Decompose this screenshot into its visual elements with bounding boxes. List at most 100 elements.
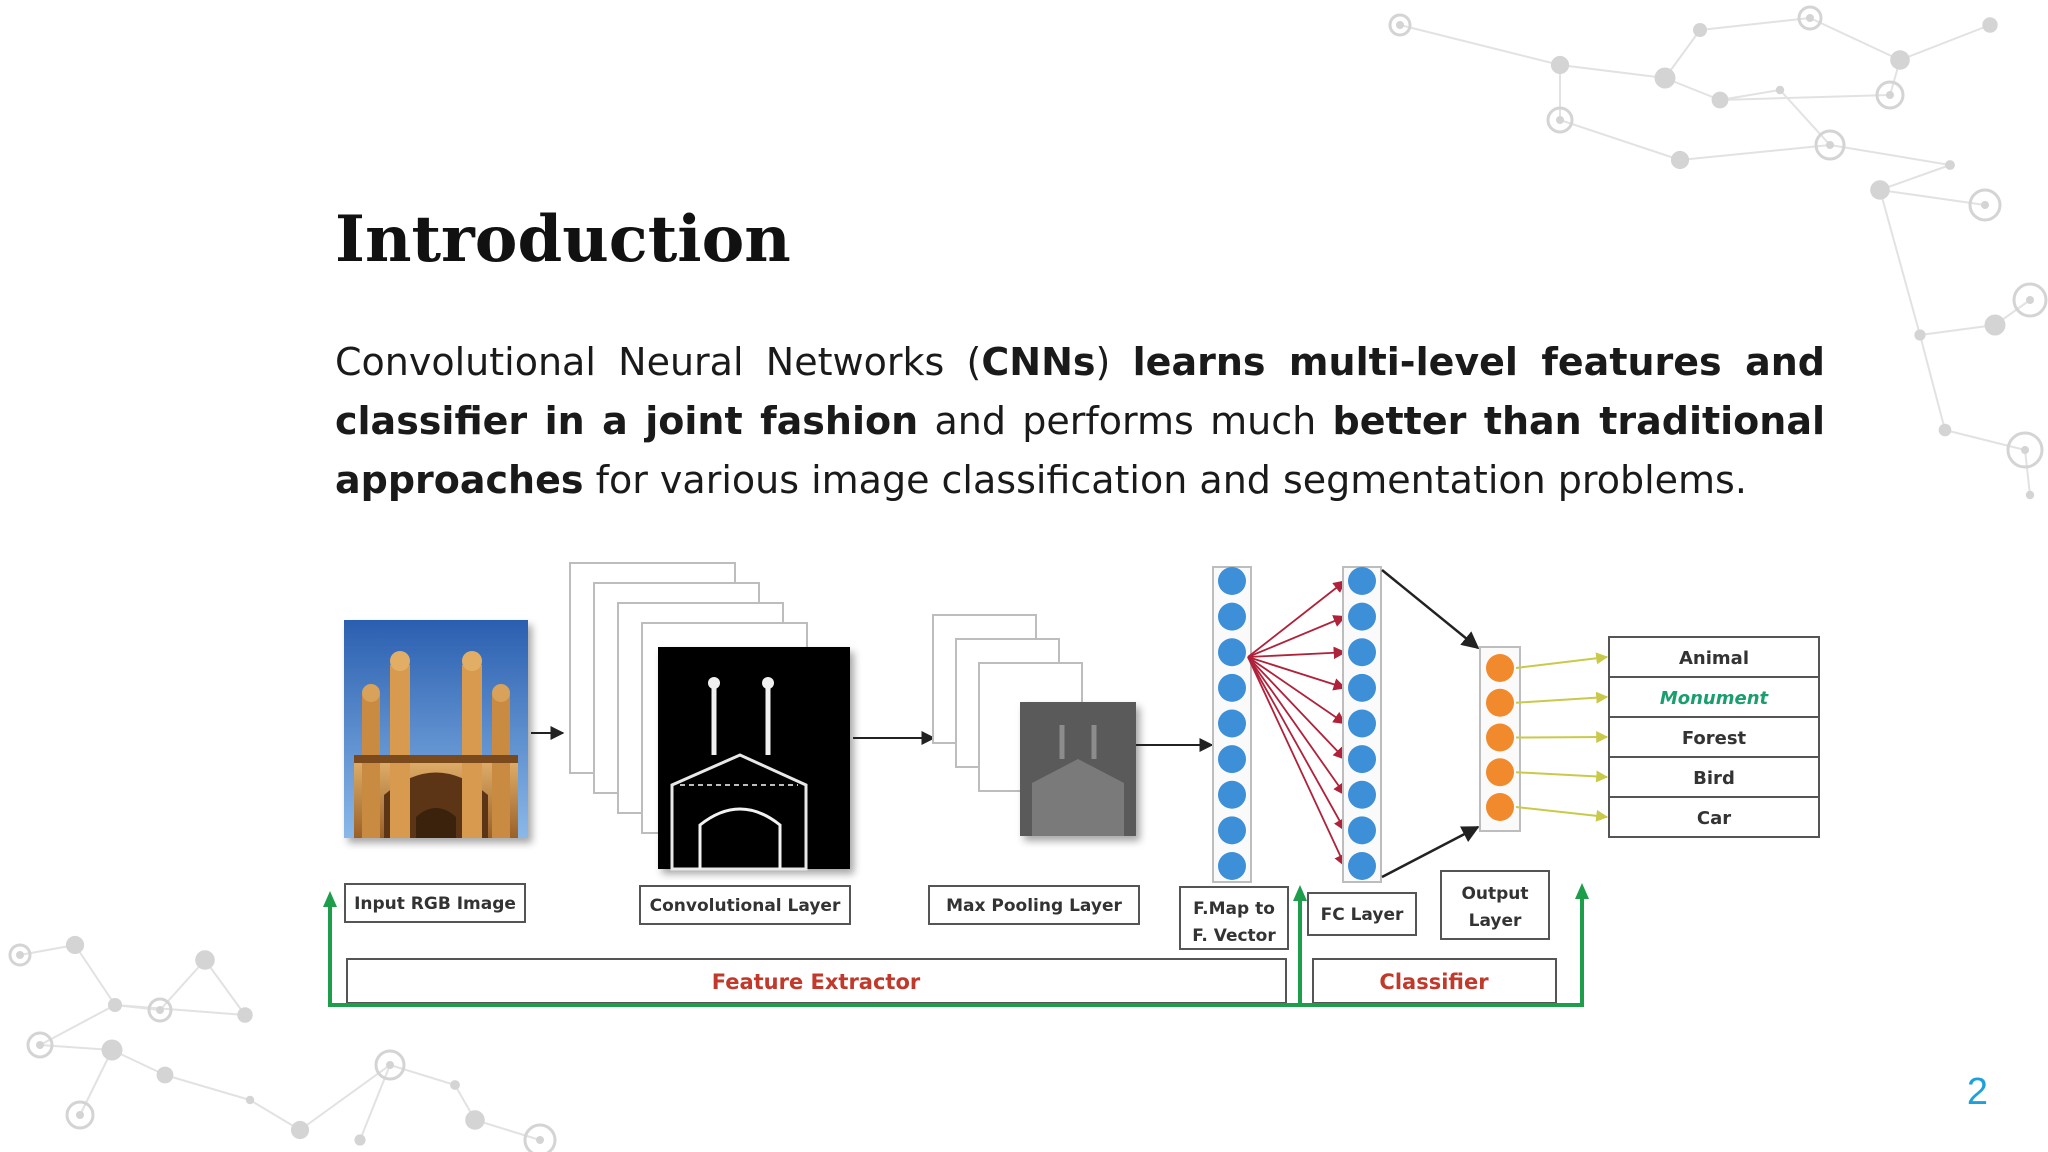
network-link (1719, 89, 1781, 101)
network-node (1982, 17, 1998, 33)
fc-node (1348, 816, 1376, 845)
fc-connection-arrow (1247, 656, 1346, 796)
network-node (450, 1080, 460, 1090)
input-rgb-image (344, 620, 528, 838)
fc-connection-arrow (1247, 646, 1347, 660)
network-node (354, 1134, 366, 1146)
fc-connection-arrow (1247, 615, 1347, 658)
fmap-label-line2: F. Vector (1192, 926, 1276, 946)
fc-connection-arrow (1247, 656, 1347, 725)
network-node (536, 1136, 544, 1144)
feature-vector-node (1218, 745, 1246, 774)
network-link (474, 1119, 541, 1141)
intro-segment: Convolutional Neural Networks ( (335, 340, 982, 384)
network-node (101, 1039, 123, 1061)
feature-vector-node (1218, 709, 1246, 738)
feature-vector-nodes (1218, 567, 1246, 880)
network-ring (26, 1031, 54, 1059)
network-node (1693, 23, 1707, 37)
network-link (389, 1064, 456, 1086)
network-node (1826, 141, 1834, 149)
class-label: Monument (1660, 688, 1770, 709)
classifier-label: Classifier (1379, 970, 1489, 994)
feature-vector-node (1218, 780, 1246, 809)
intro-segment: better than traditional approaches (335, 399, 1825, 502)
network-node (2025, 490, 2035, 500)
output-node (1486, 723, 1514, 752)
feature-vector-node (1218, 852, 1246, 880)
network-link (2024, 449, 2031, 496)
network-ring (65, 1100, 95, 1130)
network-node (16, 951, 24, 959)
network-node (1870, 180, 1890, 200)
network-node (1806, 14, 1814, 22)
class-arrows (1515, 652, 1609, 822)
fc-connection-arrow (1247, 656, 1346, 761)
output-nodes (1486, 654, 1514, 821)
input-rgb-image-label: Input RGB Image (354, 894, 516, 914)
convolutional-feature-maps (569, 562, 850, 871)
class-arrow (1515, 731, 1609, 744)
network-node (290, 1120, 310, 1140)
fc-connection-arrow (1247, 656, 1346, 832)
class-label: Car (1697, 808, 1731, 829)
network-link (1919, 324, 1996, 336)
intro-segment: and performs much (918, 399, 1333, 443)
feature-vector-node (1218, 602, 1246, 631)
network-node (1711, 91, 1729, 109)
intro-segment: ) (1095, 340, 1133, 384)
network-node (1556, 116, 1564, 124)
network-link (1399, 24, 1561, 66)
network-node (108, 998, 122, 1012)
network-link (1559, 64, 1666, 79)
network-node (1938, 423, 1952, 437)
intro-segment: for various image classification and seg… (583, 458, 1747, 502)
output-node (1486, 793, 1514, 821)
network-node (1775, 85, 1785, 95)
network-node (1945, 160, 1955, 170)
feature-vector-node (1218, 816, 1246, 845)
network-ring (2012, 282, 2048, 318)
network-ring (2006, 431, 2044, 469)
network-link (39, 1004, 116, 1046)
feature-vector-node (1218, 567, 1246, 595)
class-box (1608, 796, 1820, 838)
class-label: Forest (1682, 728, 1747, 749)
network-node (386, 1061, 394, 1069)
class-label: Bird (1693, 768, 1735, 789)
network-link (79, 1049, 113, 1116)
fc-node (1348, 673, 1376, 702)
intro-segment: CNNs (981, 340, 1096, 384)
network-ring (523, 1123, 557, 1152)
network-link (1919, 334, 1946, 431)
network-node (1981, 201, 1989, 209)
network-link (249, 1099, 301, 1131)
network-node (2021, 446, 2029, 454)
feature-vector-node (1218, 638, 1246, 667)
fc-layer-label: FC Layer (1321, 905, 1404, 925)
class-arrow (1515, 652, 1609, 669)
network-node (2026, 296, 2034, 304)
network-ring (1546, 106, 1574, 134)
network-link (1679, 144, 1831, 161)
network-ring (8, 943, 32, 967)
class-box (1608, 716, 1820, 758)
network-node (36, 1041, 44, 1049)
fc-node (1348, 745, 1376, 774)
network-node (1890, 50, 1910, 70)
network-link (1699, 17, 1811, 31)
network-ring (147, 997, 173, 1023)
network-node (237, 1007, 253, 1023)
network-link (1879, 189, 1921, 336)
network-link (1779, 89, 1831, 146)
network-link (1879, 189, 1986, 206)
network-node (245, 1095, 255, 1105)
network-link (1879, 164, 1951, 191)
output-node (1486, 758, 1514, 787)
network-node (1654, 67, 1676, 89)
group-brackets (323, 883, 1589, 1007)
network-ring (1875, 80, 1905, 110)
